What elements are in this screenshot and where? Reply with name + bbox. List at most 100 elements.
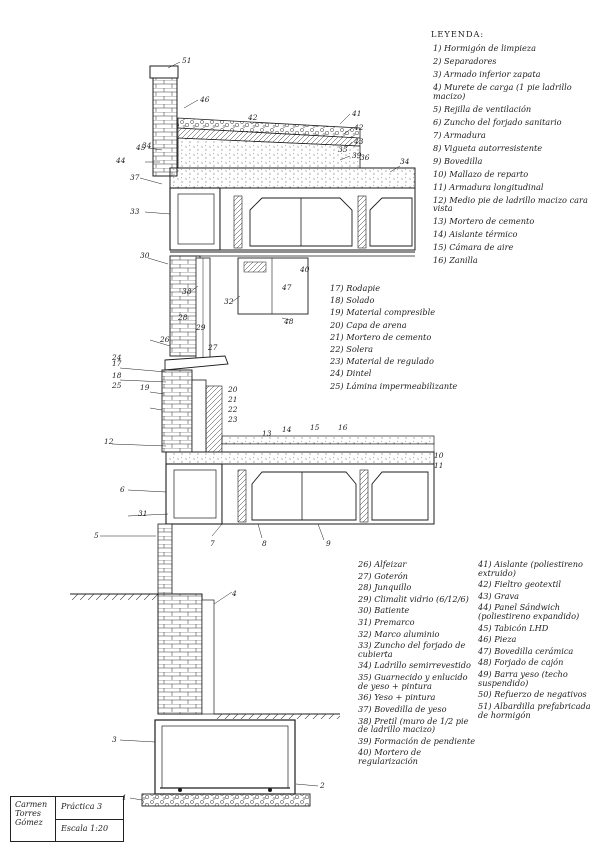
callout-18: 18 xyxy=(112,371,122,380)
legend-main-item: 10) Mallazo de reparto xyxy=(433,168,529,179)
callout-45: 45 xyxy=(135,143,146,152)
callout-30: 30 xyxy=(140,251,150,260)
callout-12: 12 xyxy=(104,437,114,446)
legend-main-item: 11) Armadura longitudinal xyxy=(433,181,544,192)
foundation-section xyxy=(70,593,340,807)
callout-46: 46 xyxy=(199,95,210,104)
callout-10: 10 xyxy=(434,451,444,460)
callout-40: 40 xyxy=(299,265,310,274)
callout-38: 38 xyxy=(182,287,192,296)
callout-19: 19 xyxy=(140,383,150,392)
legend-2-item: 22) Solera xyxy=(330,344,374,355)
legend-main-item: 2) Separadores xyxy=(433,56,497,66)
legend-quaternary: 41) Aislante (poliestireno extruido)42) … xyxy=(478,560,594,722)
legend-3-item: 27) Goterón xyxy=(358,570,408,581)
legend-4-item: 41) Aislante (poliestireno extruido) xyxy=(478,559,583,578)
legend-main-item: 13) Mortero de cemento xyxy=(433,216,535,227)
legend-3-item: 30) Batiente xyxy=(358,605,410,616)
legend-2-item: 25) Lámina impermeabilizante xyxy=(330,380,458,391)
callout-leaders xyxy=(100,61,401,801)
legend-main-item: 12) Medio pie de ladrillo macizo cara vi… xyxy=(433,194,588,214)
legend-4-item: 51) Albardilla prefabricada de hormigón xyxy=(478,700,591,720)
legend-3-item: 37) Bovedilla de yeso xyxy=(358,703,447,714)
callout-51: 51 xyxy=(182,56,191,65)
callout-5: 5 xyxy=(94,531,99,540)
callout-11: 11 xyxy=(434,461,443,470)
sheet-name: Práctica 3 xyxy=(61,802,103,811)
callout-21: 21 xyxy=(227,395,237,404)
legend-main-item: 9) Bovedilla xyxy=(433,155,483,166)
legend-3-item: 31) Premarco xyxy=(358,617,415,628)
legend-3-item: 38) Pretil (muro de 1/2 pie de ladrillo … xyxy=(358,715,469,735)
drawing-scale: Escala 1:20 xyxy=(61,824,109,833)
callout-34: 34 xyxy=(142,141,152,150)
callout-23: 23 xyxy=(227,415,238,424)
legend-2-item: 23) Material de regulado xyxy=(330,356,434,367)
legend-main-item: 1) Hormigón de limpieza xyxy=(433,43,537,53)
callout-44: 44 xyxy=(115,156,126,165)
legend-main-item: 5) Rejilla de ventilación xyxy=(433,103,532,114)
legend-2-item: 24) Dintel xyxy=(330,368,372,379)
callout-6: 6 xyxy=(120,485,125,494)
callout-17: 17 xyxy=(112,359,122,368)
legend-4-item: 42) Fieltro geotextil xyxy=(478,579,562,590)
author-name: Carmen Torres Gómez xyxy=(15,800,48,827)
legend-2-item: 19) Material compresible xyxy=(330,307,436,318)
legend-main-item: 15) Cámara de aire xyxy=(433,242,514,253)
callout-35: 35 xyxy=(338,145,348,154)
callout-4: 4 xyxy=(231,589,237,598)
legend-3-item: 28) Junquillo xyxy=(358,582,412,593)
legend-3-item: 29) Climalit vidrio (6/12/6) xyxy=(358,593,469,604)
roof-section xyxy=(149,65,416,315)
legend-main-item: 7) Armadura xyxy=(433,129,486,140)
legend-main-item: 16) Zanilla xyxy=(433,255,478,266)
callout-2: 2 xyxy=(319,781,325,790)
window-and-floor-section xyxy=(157,255,435,595)
legend-3-item: 32) Marco aluminio xyxy=(358,628,440,639)
callout-34b: 34 xyxy=(400,157,410,166)
legend-4-item: 50) Refuerzo de negativos xyxy=(478,689,587,700)
callout-25: 25 xyxy=(111,381,122,390)
legend-main-item: 6) Zuncho del forjado sanitario xyxy=(433,116,562,127)
callout-42: 42 xyxy=(353,123,364,132)
legend-2-item: 21) Mortero de cemento xyxy=(330,331,432,342)
callout-14: 14 xyxy=(282,425,292,434)
legend-3-item: 26) Alfeizar xyxy=(358,559,407,569)
title-block: Carmen Torres Gómez Práctica 3 Escala 1:… xyxy=(10,796,124,842)
callout-15: 15 xyxy=(310,423,320,432)
callout-43: 43 xyxy=(353,137,364,146)
callout-47: 47 xyxy=(281,283,292,292)
legend-main-item: 8) Vigueta autorresistente xyxy=(433,142,543,153)
callout-16: 16 xyxy=(338,423,348,432)
callout-48: 48 xyxy=(283,317,294,326)
callout-3: 3 xyxy=(112,735,117,744)
callout-41: 41 xyxy=(351,109,361,118)
legend-4-item: 48) Forjado de cajón xyxy=(478,657,564,668)
callout-28: 28 xyxy=(177,313,188,322)
callout-9: 9 xyxy=(326,539,331,548)
legend-4-item: 47) Bovedilla cerámica xyxy=(478,645,574,656)
callout-7: 7 xyxy=(210,539,215,548)
callout-13: 13 xyxy=(262,429,272,438)
legend-4-item: 49) Barra yeso (techo suspendido) xyxy=(478,669,568,688)
legend-3-item: 40) Mortero de regularización xyxy=(358,747,422,766)
callout-26: 26 xyxy=(159,335,170,344)
callout-36: 36 xyxy=(360,153,370,162)
legend-title: LEYENDA: xyxy=(431,29,485,39)
legend-main-item: 14) Aislante térmico xyxy=(433,229,518,240)
legend-4-item: 44) Panel Sándwich (poliestireno expandi… xyxy=(478,602,580,622)
legend-main-item: 4) Murete de carga (1 pie ladrillo maciz… xyxy=(433,82,572,101)
callout-24: 24 xyxy=(111,353,122,362)
legend-2-item: 17) Rodapie xyxy=(330,283,381,293)
legend-3-item: 33) Zuncho del forjado de cubierta xyxy=(358,640,466,659)
legend-3-item: 35) Guarnecido y enlucido de yeso + pint… xyxy=(358,672,468,691)
callout-8: 8 xyxy=(262,539,267,548)
legend-4-item: 46) Pieza xyxy=(478,634,517,645)
callout-numbers: 51 46 45 34 41 42 43 44 39 35 37 33 34 3… xyxy=(94,56,444,802)
callout-37: 37 xyxy=(130,173,140,182)
legend-4-item: 43) Grava xyxy=(478,590,520,601)
